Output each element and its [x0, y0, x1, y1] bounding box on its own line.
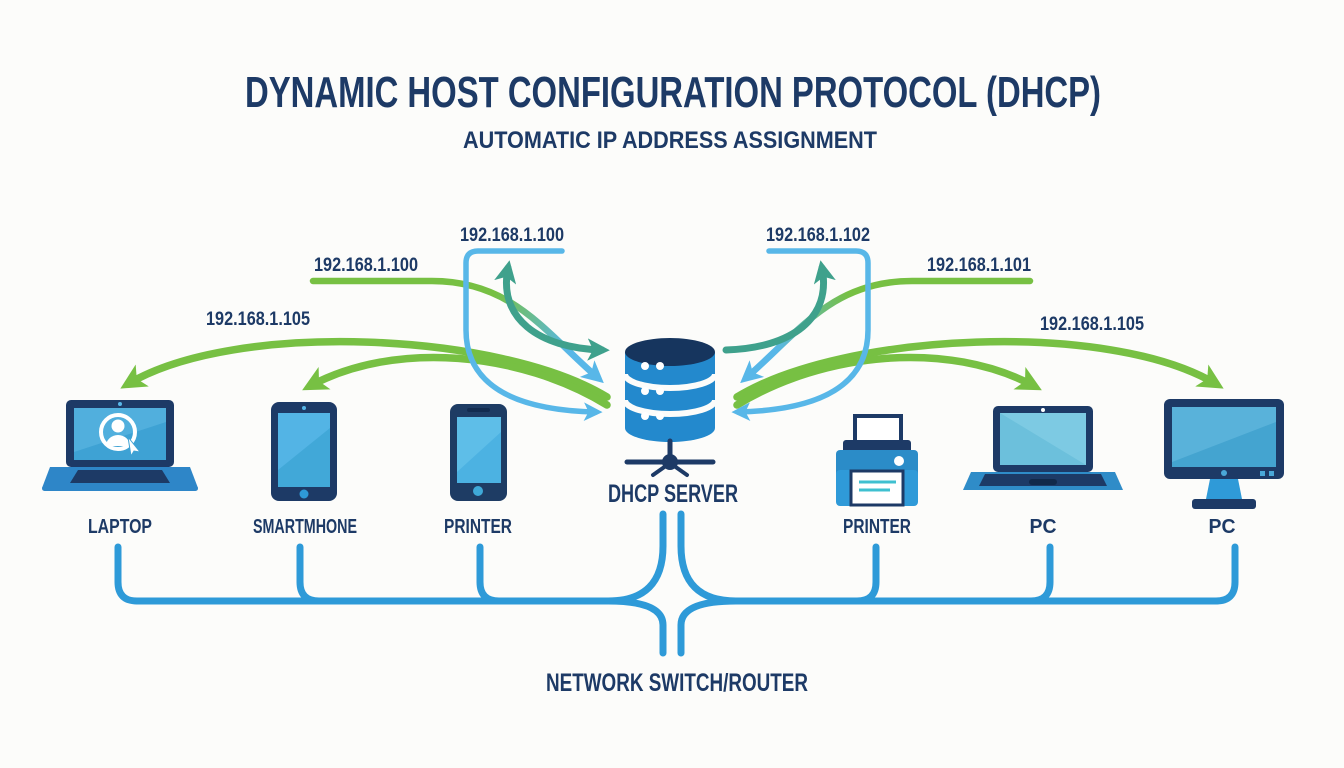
dhcp-flow-arrows [120, 248, 1224, 422]
bus-server-conn-right [677, 510, 740, 605]
device-printer: PRINTER [836, 414, 918, 538]
network-node-icon [624, 438, 716, 477]
arrow-server-to-ip-top-right [722, 260, 836, 354]
router-label: NETWORK SWITCH/ROUTER [546, 669, 808, 697]
line-ip-top-left-to-server [463, 248, 603, 422]
line-ip-top-right-to-server [731, 248, 871, 422]
printer-icon [836, 414, 918, 507]
device-label-pc-laptop: PC [1030, 516, 1057, 538]
device-pc-monitor: PC [1164, 399, 1284, 538]
line-ip-mid-right-to-server [740, 277, 1034, 384]
tablet-icon [271, 402, 337, 501]
device-label-smartphone: SMARTMHONE [253, 516, 357, 538]
arrow-server-to-laptop [120, 337, 611, 401]
device-phone: PRINTER [444, 404, 512, 538]
smartphone-icon [450, 404, 507, 501]
arrow-server-to-pc-monitor [733, 337, 1224, 401]
ip-label-mid-left: 192.168.1.100 [314, 255, 418, 276]
laptop-icon [963, 406, 1123, 490]
bus-stub-printer [853, 543, 880, 605]
device-laptop: LAPTOP [42, 400, 198, 538]
page-subtitle: AUTOMATIC IP ADDRESS ASSIGNMENT [463, 127, 877, 154]
device-label-laptop: LAPTOP [88, 516, 152, 538]
dhcp-server: DHCP SERVER [608, 338, 738, 508]
laptop-icon [42, 400, 198, 491]
ip-label-outer-left: 192.168.1.105 [206, 309, 310, 330]
dhcp-server-label: DHCP SERVER [608, 480, 738, 508]
device-smartphone: SMARTMHONE [253, 402, 357, 538]
device-label-printer: PRINTER [843, 516, 911, 538]
page-title: DYNAMIC HOST CONFIGURATION PROTOCOL (DHC… [245, 68, 1101, 117]
device-label-pc-monitor: PC [1209, 516, 1236, 538]
arrow-server-to-pc-laptop [733, 353, 1042, 409]
arrow-server-to-smartphone [302, 353, 611, 409]
device-label-phone: PRINTER [444, 516, 512, 538]
bus-stub-laptop [114, 543, 141, 605]
ip-label-top-right: 192.168.1.102 [766, 225, 870, 246]
ip-label-top-left: 192.168.1.100 [460, 225, 564, 246]
bus-server-conn-left [604, 510, 667, 605]
ip-label-outer-right: 192.168.1.105 [1040, 314, 1144, 335]
bus-stub-phone [476, 543, 503, 605]
arrow-server-to-ip-top-left [494, 260, 610, 361]
bus-stub-pc-laptop [1027, 543, 1054, 605]
bus-stub-pc-monitor [1212, 543, 1239, 605]
bus-stub-smartphone [296, 543, 323, 605]
line-ip-mid-left-to-server [309, 277, 604, 384]
database-icon [622, 338, 718, 442]
bus-router-conn-left [604, 597, 667, 657]
bus-router-conn-right [677, 597, 740, 657]
device-pc-laptop: PC [963, 406, 1123, 538]
ip-label-mid-right: 192.168.1.101 [927, 255, 1031, 276]
network-bus [114, 510, 1239, 657]
monitor-icon [1164, 399, 1284, 509]
